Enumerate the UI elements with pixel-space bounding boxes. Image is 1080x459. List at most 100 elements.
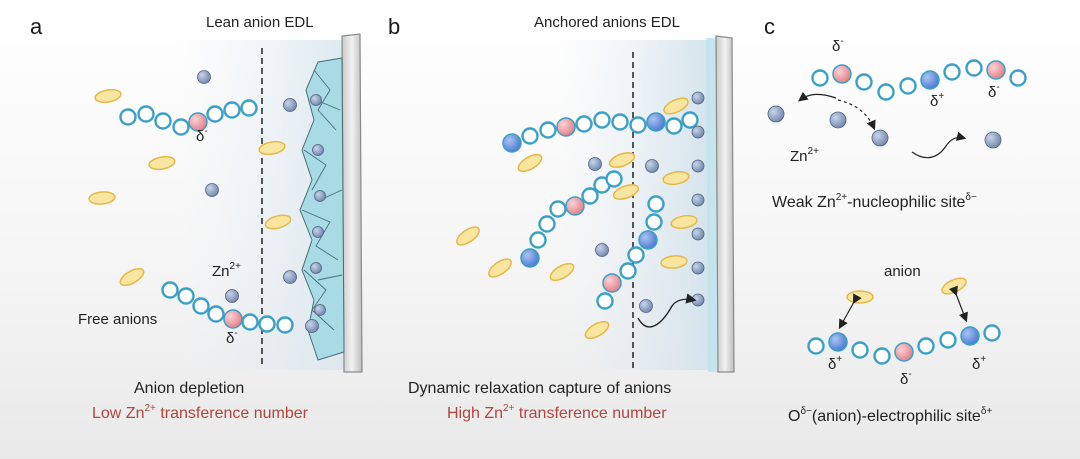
free-zn-arrow-c xyxy=(911,131,967,159)
zn-ion xyxy=(314,304,326,316)
anion-ellipse xyxy=(941,277,967,295)
electrode-coating-b xyxy=(706,38,718,372)
delta-minus-c3: δ- xyxy=(900,369,912,388)
anion-ellipse xyxy=(662,170,690,186)
chain-monomer xyxy=(206,105,224,123)
zn-ion xyxy=(595,243,609,257)
anion-ellipse xyxy=(258,140,286,156)
panel-a-caption: Anion depletion xyxy=(134,380,245,397)
zn-ion xyxy=(283,98,297,112)
negative-site xyxy=(894,342,914,362)
delta-plus-c1: δ+ xyxy=(930,91,945,110)
delta-minus-c1: δ- xyxy=(832,36,844,55)
chain-monomer xyxy=(172,118,190,136)
chain-monomer xyxy=(877,83,895,101)
zn-ion xyxy=(310,262,322,274)
chain-monomer xyxy=(538,215,556,233)
chain-monomer xyxy=(965,59,983,77)
chain-monomer xyxy=(681,111,699,129)
chain-monomer xyxy=(593,111,611,129)
delta-plus-c2: δ+ xyxy=(828,354,843,373)
chain-monomer xyxy=(647,195,665,213)
anion-ellipse xyxy=(456,226,480,246)
positive-site xyxy=(646,112,666,132)
chain-monomer xyxy=(665,117,683,135)
anion-ellipse xyxy=(660,255,688,269)
chain-monomer xyxy=(154,112,172,130)
anion-ellipse xyxy=(148,155,176,171)
delta-plus-c3: δ+ xyxy=(972,354,987,373)
anion-ellipse xyxy=(663,97,689,115)
positive-site xyxy=(638,230,658,250)
chain-monomer xyxy=(207,305,225,323)
panel-b-subcaption: High Zn2+ transference number xyxy=(447,403,667,422)
chain-monomer xyxy=(529,231,547,249)
panel-b-caption: Dynamic relaxation capture of anions xyxy=(408,380,672,397)
zn-ion xyxy=(205,183,219,197)
free-anions-label: Free anions xyxy=(78,311,158,328)
chain-monomer xyxy=(241,313,259,331)
panel-b-title: Anchored anions EDL xyxy=(534,14,680,31)
chain-monomer xyxy=(539,121,557,139)
chain-monomer xyxy=(627,246,645,264)
anion-ellipse xyxy=(670,214,698,230)
zn-ion xyxy=(283,270,297,284)
chain-monomer xyxy=(223,101,241,119)
negative-site xyxy=(565,196,585,216)
chain-monomer xyxy=(899,77,917,95)
zn-ion xyxy=(691,261,705,275)
negative-site xyxy=(556,117,576,137)
zn-ion xyxy=(305,319,319,333)
chain-monomer xyxy=(258,315,276,333)
positive-site xyxy=(920,70,940,90)
escape-arrow-c xyxy=(837,99,876,131)
chain-monomer xyxy=(596,292,614,310)
panel-a-title: Lean anion EDL xyxy=(206,14,314,31)
zn-ion xyxy=(197,70,211,84)
electrophilic-site-label: Oδ−(anion)-electrophilic siteδ+ xyxy=(788,406,993,425)
chain-monomer xyxy=(917,337,935,355)
anion-ellipse xyxy=(488,258,512,278)
chain-monomer xyxy=(240,99,258,117)
zn-ion xyxy=(312,226,324,238)
positive-site xyxy=(828,332,848,352)
chain-monomer xyxy=(855,73,873,91)
zn-ion xyxy=(645,159,659,173)
anion-ellipse xyxy=(846,290,874,304)
chain-monomer xyxy=(629,116,647,134)
zn-label-c: Zn2+ xyxy=(790,146,819,165)
zn-ion xyxy=(691,125,705,139)
panel-letter-a: a xyxy=(30,14,43,39)
anion-label-c: anion xyxy=(884,263,921,280)
chain-monomer xyxy=(811,69,829,87)
zn-ion xyxy=(767,105,785,123)
zn-ion xyxy=(312,144,324,156)
chain-monomer xyxy=(807,337,825,355)
electrode-b xyxy=(715,35,735,373)
zn-ion xyxy=(829,111,847,129)
zn-ion xyxy=(310,94,322,106)
negative-site xyxy=(832,64,852,84)
anion-ellipse xyxy=(549,262,575,282)
chain-monomer xyxy=(521,127,539,145)
chain-monomer xyxy=(645,213,663,231)
positive-site xyxy=(960,326,980,346)
chain-monomer xyxy=(611,113,629,131)
zn-ion xyxy=(691,159,705,173)
chain-monomer xyxy=(1009,69,1027,87)
interaction-arrow-right xyxy=(948,285,968,323)
capture-arrow-b xyxy=(637,293,697,328)
negative-site xyxy=(188,112,208,132)
delta-minus-a2: δ- xyxy=(226,328,238,347)
delta-minus-c2: δ- xyxy=(988,82,1000,101)
chain-monomer xyxy=(581,187,599,205)
zn-ion xyxy=(984,131,1002,149)
zn-ion xyxy=(871,129,889,147)
chain-monomer xyxy=(943,63,961,81)
zn-ion xyxy=(639,299,653,313)
chain-monomer xyxy=(549,200,567,218)
zn-ion xyxy=(314,190,326,202)
positive-site xyxy=(520,248,540,268)
